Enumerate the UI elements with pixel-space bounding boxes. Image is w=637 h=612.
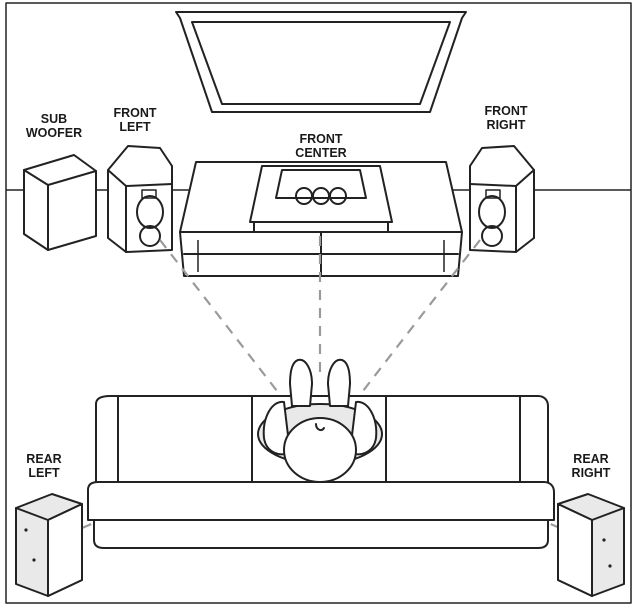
label-line: LEFT [28, 466, 60, 480]
label-line: SUB [40, 112, 68, 126]
label-line: RIGHT [571, 466, 611, 480]
woofer-cone-lower [139, 225, 161, 247]
label-line: REAR [26, 452, 62, 466]
room-border [5, 2, 632, 604]
woofer-cone [136, 195, 164, 229]
front-center-speaker [249, 165, 393, 233]
listener [257, 358, 383, 483]
label-line: FRONT [484, 104, 528, 118]
woofer-cone-lower [481, 225, 503, 247]
tweeter [141, 189, 157, 199]
subwoofer [23, 154, 97, 251]
label-line: FRONT [113, 106, 157, 120]
television [175, 11, 467, 113]
label-rear-left: REAR LEFT [26, 452, 61, 480]
label-line: REAR [573, 452, 609, 466]
label-line: WOOFER [25, 126, 83, 140]
sound-paths [81, 236, 561, 530]
label-line: FRONT [299, 132, 343, 146]
label-line: CENTER [295, 146, 347, 160]
rear-left-speaker [15, 493, 83, 597]
label-front-right: FRONT RIGHT [484, 104, 527, 132]
label-line: LEFT [119, 120, 151, 134]
label-sub-woofer: SUB WOOFER [26, 112, 82, 140]
woofer-cone [478, 195, 506, 229]
front-left-speaker [107, 145, 173, 253]
rear-right-speaker [557, 493, 625, 597]
label-line: RIGHT [486, 118, 526, 132]
left-foot [289, 358, 313, 407]
front-right-speaker [469, 145, 535, 253]
label-front-center: FRONT CENTER [295, 132, 346, 160]
right-foot [327, 358, 351, 407]
tweeter [485, 189, 501, 199]
label-front-left: FRONT LEFT [113, 106, 156, 134]
label-rear-right: REAR RIGHT [572, 452, 611, 480]
listener-head [283, 417, 357, 483]
